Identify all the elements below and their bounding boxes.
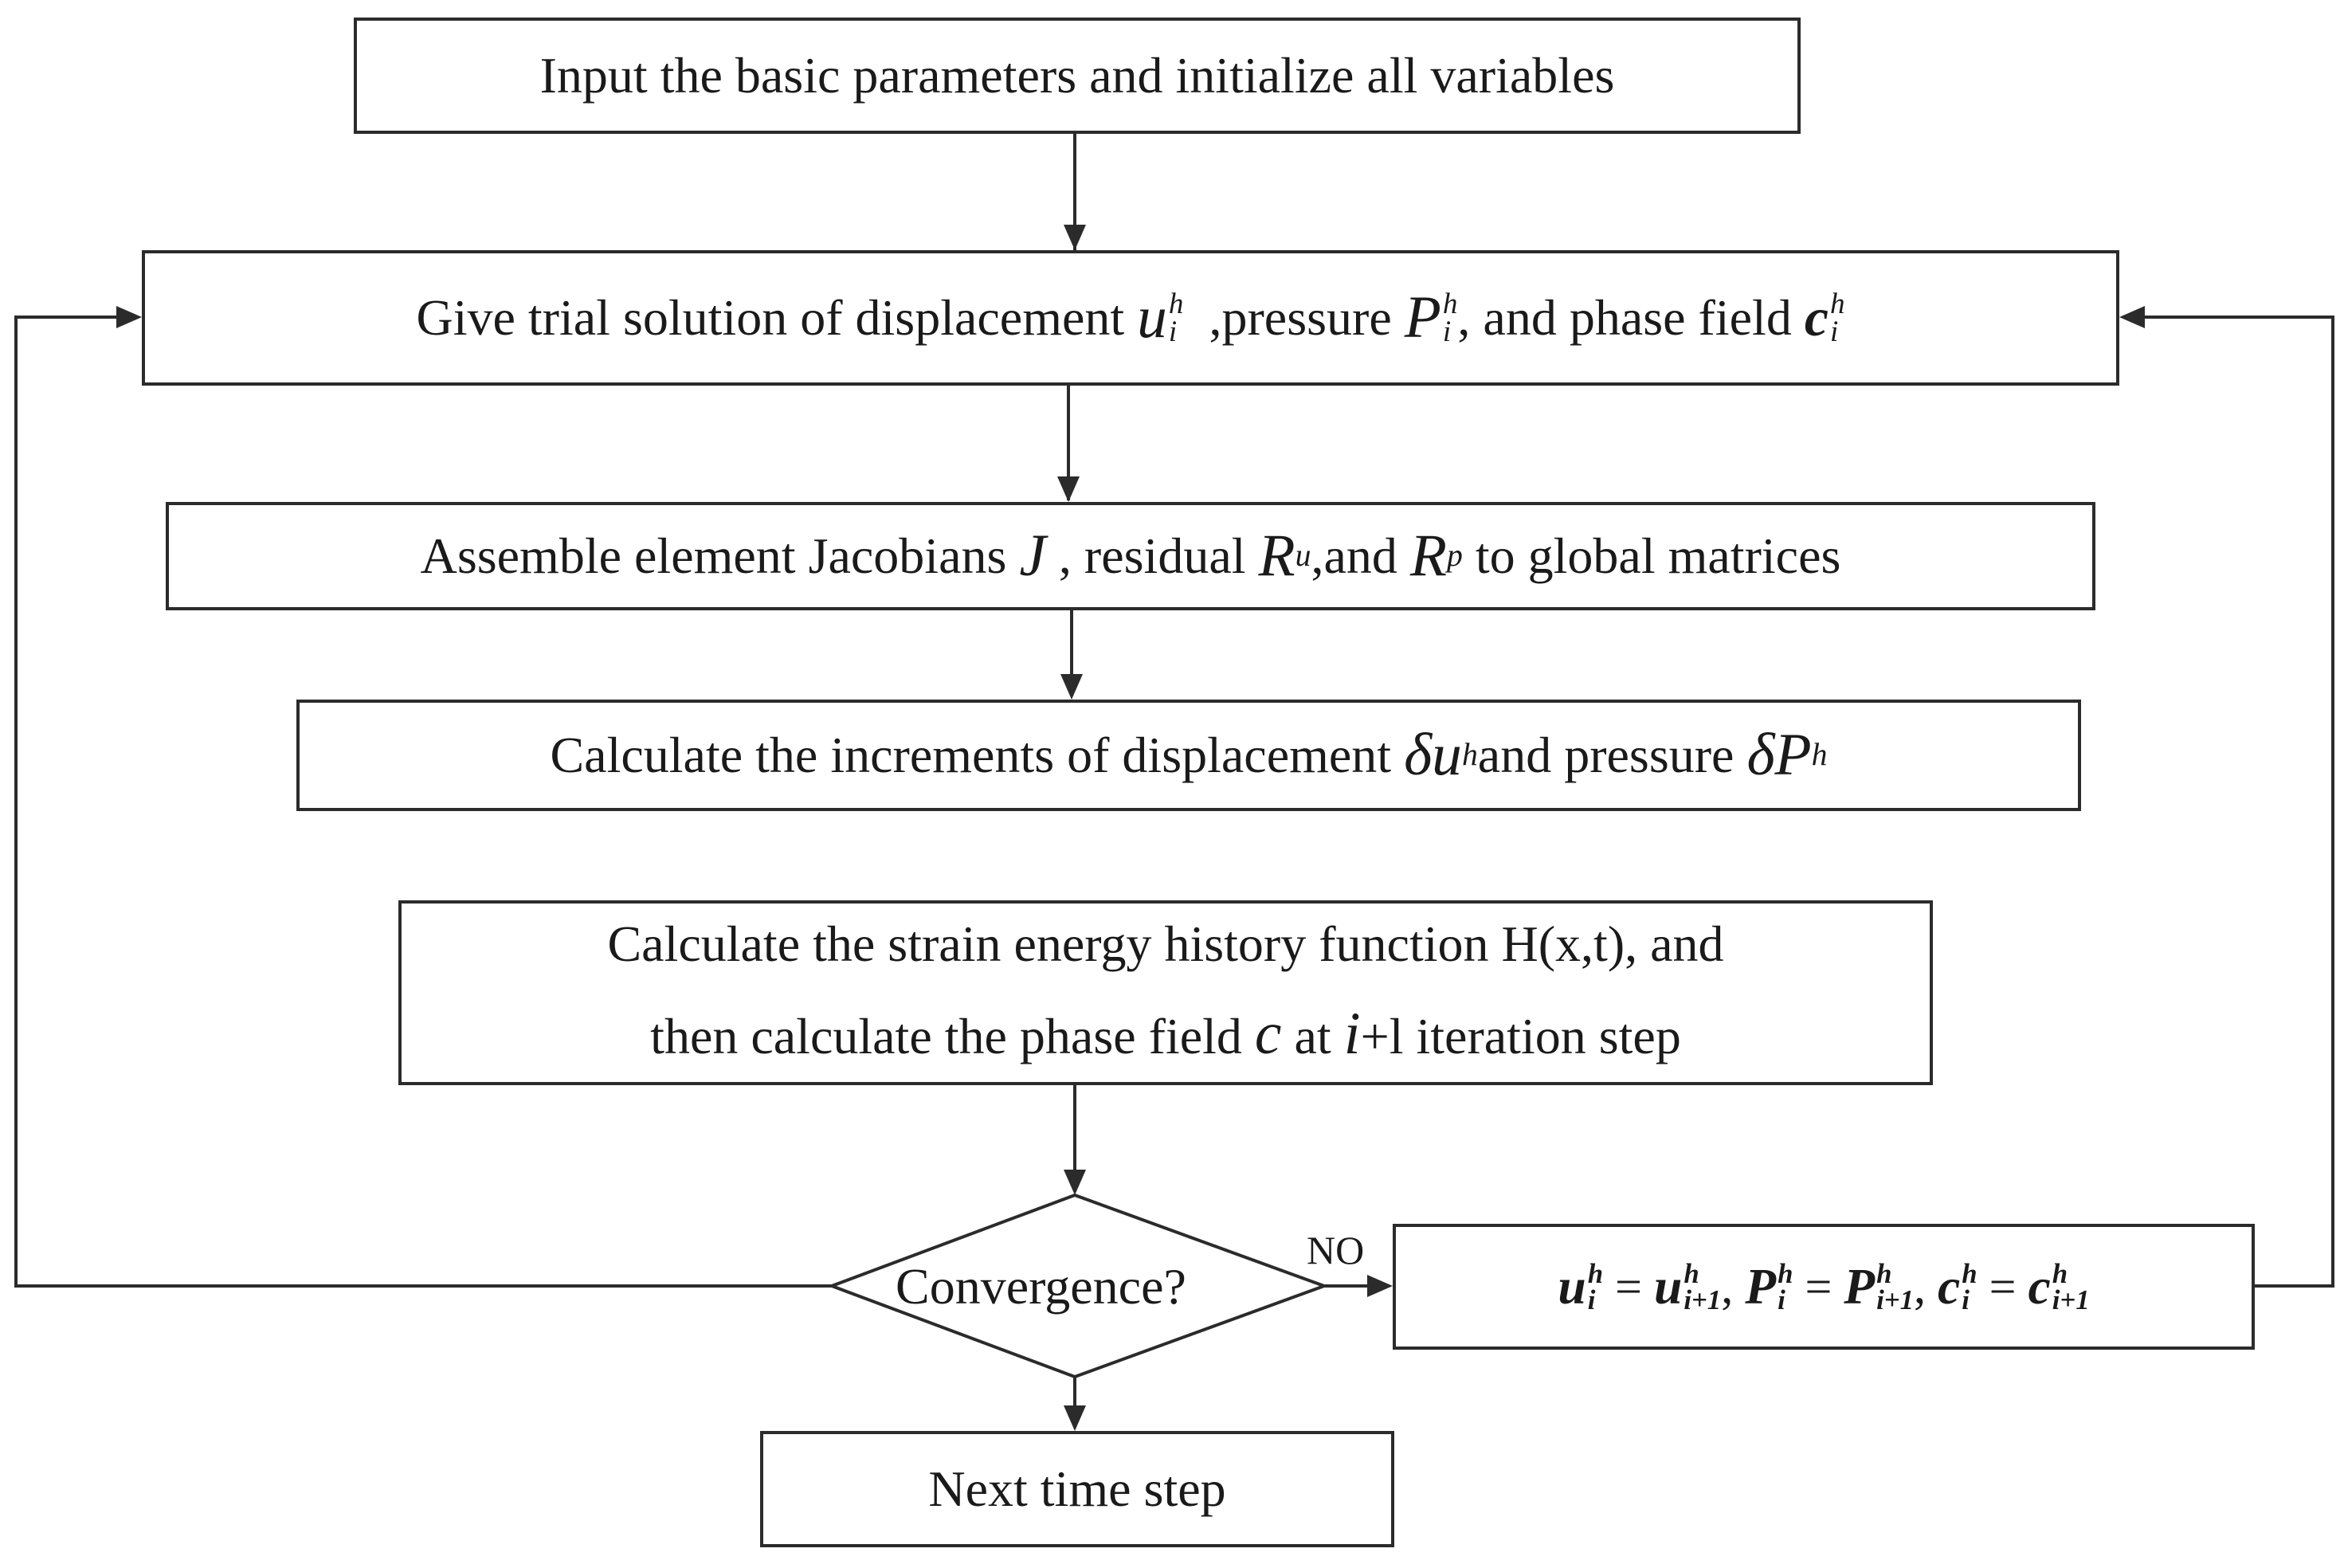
step-next-text: Next time step <box>928 1460 1226 1517</box>
no-branch-label: NO <box>1307 1228 1365 1272</box>
strain-plus-text: +l iteration step <box>1360 1007 1681 1064</box>
assemble-rp-symbol: R <box>1409 523 1447 590</box>
arrowhead-convergence-to-next <box>1064 1405 1086 1431</box>
strain-c-symbol: c <box>1254 1000 1282 1067</box>
update-comma-2: , <box>1914 1260 1927 1313</box>
increments-dp-sup: h <box>1811 737 1828 773</box>
assemble-j-symbol: J <box>1019 523 1046 590</box>
arrowhead-loop-right <box>2119 306 2145 328</box>
update-c-next-symbol: c <box>2028 1258 2051 1315</box>
convergence-diamond <box>827 1193 1329 1379</box>
update-u-symbol: u <box>1558 1258 1586 1315</box>
trial-c-symbol: c <box>1804 288 1829 348</box>
update-p-sub: i <box>1778 1284 1785 1315</box>
trial-tail-text: , and phase field <box>1457 289 1792 346</box>
step-input-box: Input the basic parameters and initializ… <box>354 18 1801 134</box>
update-c-sup: h <box>1962 1257 1978 1289</box>
trial-mid-text: ,pressure <box>1209 289 1392 346</box>
convergence-label: Convergence? <box>896 1258 1186 1315</box>
loop-left-line <box>14 316 832 1288</box>
arrowhead-input-to-trial <box>1064 225 1086 250</box>
increments-lead-text: Calculate the increments of displacement <box>550 727 1392 783</box>
trial-p-sub: i <box>1442 316 1452 348</box>
update-c-symbol: c <box>1938 1258 1961 1315</box>
arrowhead-assemble-to-increments <box>1060 674 1083 700</box>
update-p-next-sup: h <box>1876 1257 1892 1289</box>
assemble-and-text: ,and <box>1311 527 1397 584</box>
update-eq-3: = <box>1989 1260 2017 1313</box>
arrowhead-loop-left <box>116 306 142 328</box>
loop-right-line <box>2145 316 2334 1288</box>
step-next-box: Next time step <box>760 1431 1394 1547</box>
update-u-next-sub: i+1 <box>1684 1284 1722 1315</box>
update-u-sub: i <box>1587 1284 1596 1315</box>
update-p-next-sub: i+1 <box>1876 1284 1915 1315</box>
strain-at-text: at <box>1294 1007 1331 1064</box>
assemble-ru-symbol: R <box>1258 523 1295 590</box>
update-u-sup: h <box>1587 1257 1604 1289</box>
update-p-sup: h <box>1778 1257 1793 1289</box>
assemble-lead-text: Assemble element Jacobians <box>420 527 1007 584</box>
update-eq-2: = <box>1805 1260 1832 1313</box>
strain-line2: then calculate the phase field c at i+l … <box>650 986 1681 1083</box>
arrowhead-strain-to-convergence <box>1064 1170 1086 1195</box>
strain-line2-lead: then calculate the phase field <box>650 1007 1242 1064</box>
update-p-symbol: P <box>1745 1258 1777 1315</box>
trial-u-symbol: u <box>1137 284 1167 351</box>
assemble-mid-text: , residual <box>1058 527 1246 584</box>
update-c-next-sup: h <box>2052 1257 2068 1289</box>
increments-mid-text: and pressure <box>1477 727 1734 783</box>
trial-u-sup: h <box>1168 287 1184 320</box>
strain-i-symbol: i <box>1343 1000 1361 1067</box>
assemble-tail-text: to global matrices <box>1475 527 1841 584</box>
update-eq-1: = <box>1615 1260 1642 1313</box>
trial-lead-text: Give trial solution of displacement <box>416 289 1125 346</box>
trial-p-symbol: P <box>1404 284 1441 351</box>
step-increments-box: Calculate the increments of displacement… <box>296 700 2081 811</box>
increments-du-symbol: δu <box>1404 722 1462 789</box>
trial-c-sup: h <box>1829 287 1845 320</box>
update-u-next-sup: h <box>1684 1257 1699 1289</box>
strain-line1: Calculate the strain energy history func… <box>607 915 1724 972</box>
update-u-next-symbol: u <box>1653 1258 1683 1315</box>
update-c-sub: i <box>1962 1284 1970 1315</box>
step-assemble-box: Assemble element Jacobians J , residual … <box>166 502 2095 610</box>
trial-p-sup: h <box>1442 287 1458 320</box>
assemble-ru-sub: u <box>1295 538 1311 574</box>
trial-c-sub: i <box>1829 316 1839 348</box>
step-strain-box: Calculate the strain energy history func… <box>398 900 1933 1085</box>
update-comma-1: , <box>1721 1260 1734 1313</box>
increments-dp-symbol: δP <box>1746 722 1812 789</box>
trial-u-sub: i <box>1168 316 1178 348</box>
update-p-next-symbol: P <box>1844 1258 1876 1315</box>
step-input-text: Input the basic parameters and initializ… <box>539 47 1615 104</box>
update-c-next-sub: i+1 <box>2052 1284 2090 1315</box>
arrowhead-convergence-to-update <box>1367 1275 1393 1297</box>
arrowhead-trial-to-assemble <box>1057 476 1080 502</box>
assemble-rp-sub: p <box>1447 538 1463 574</box>
increments-du-sup: h <box>1461 737 1478 773</box>
